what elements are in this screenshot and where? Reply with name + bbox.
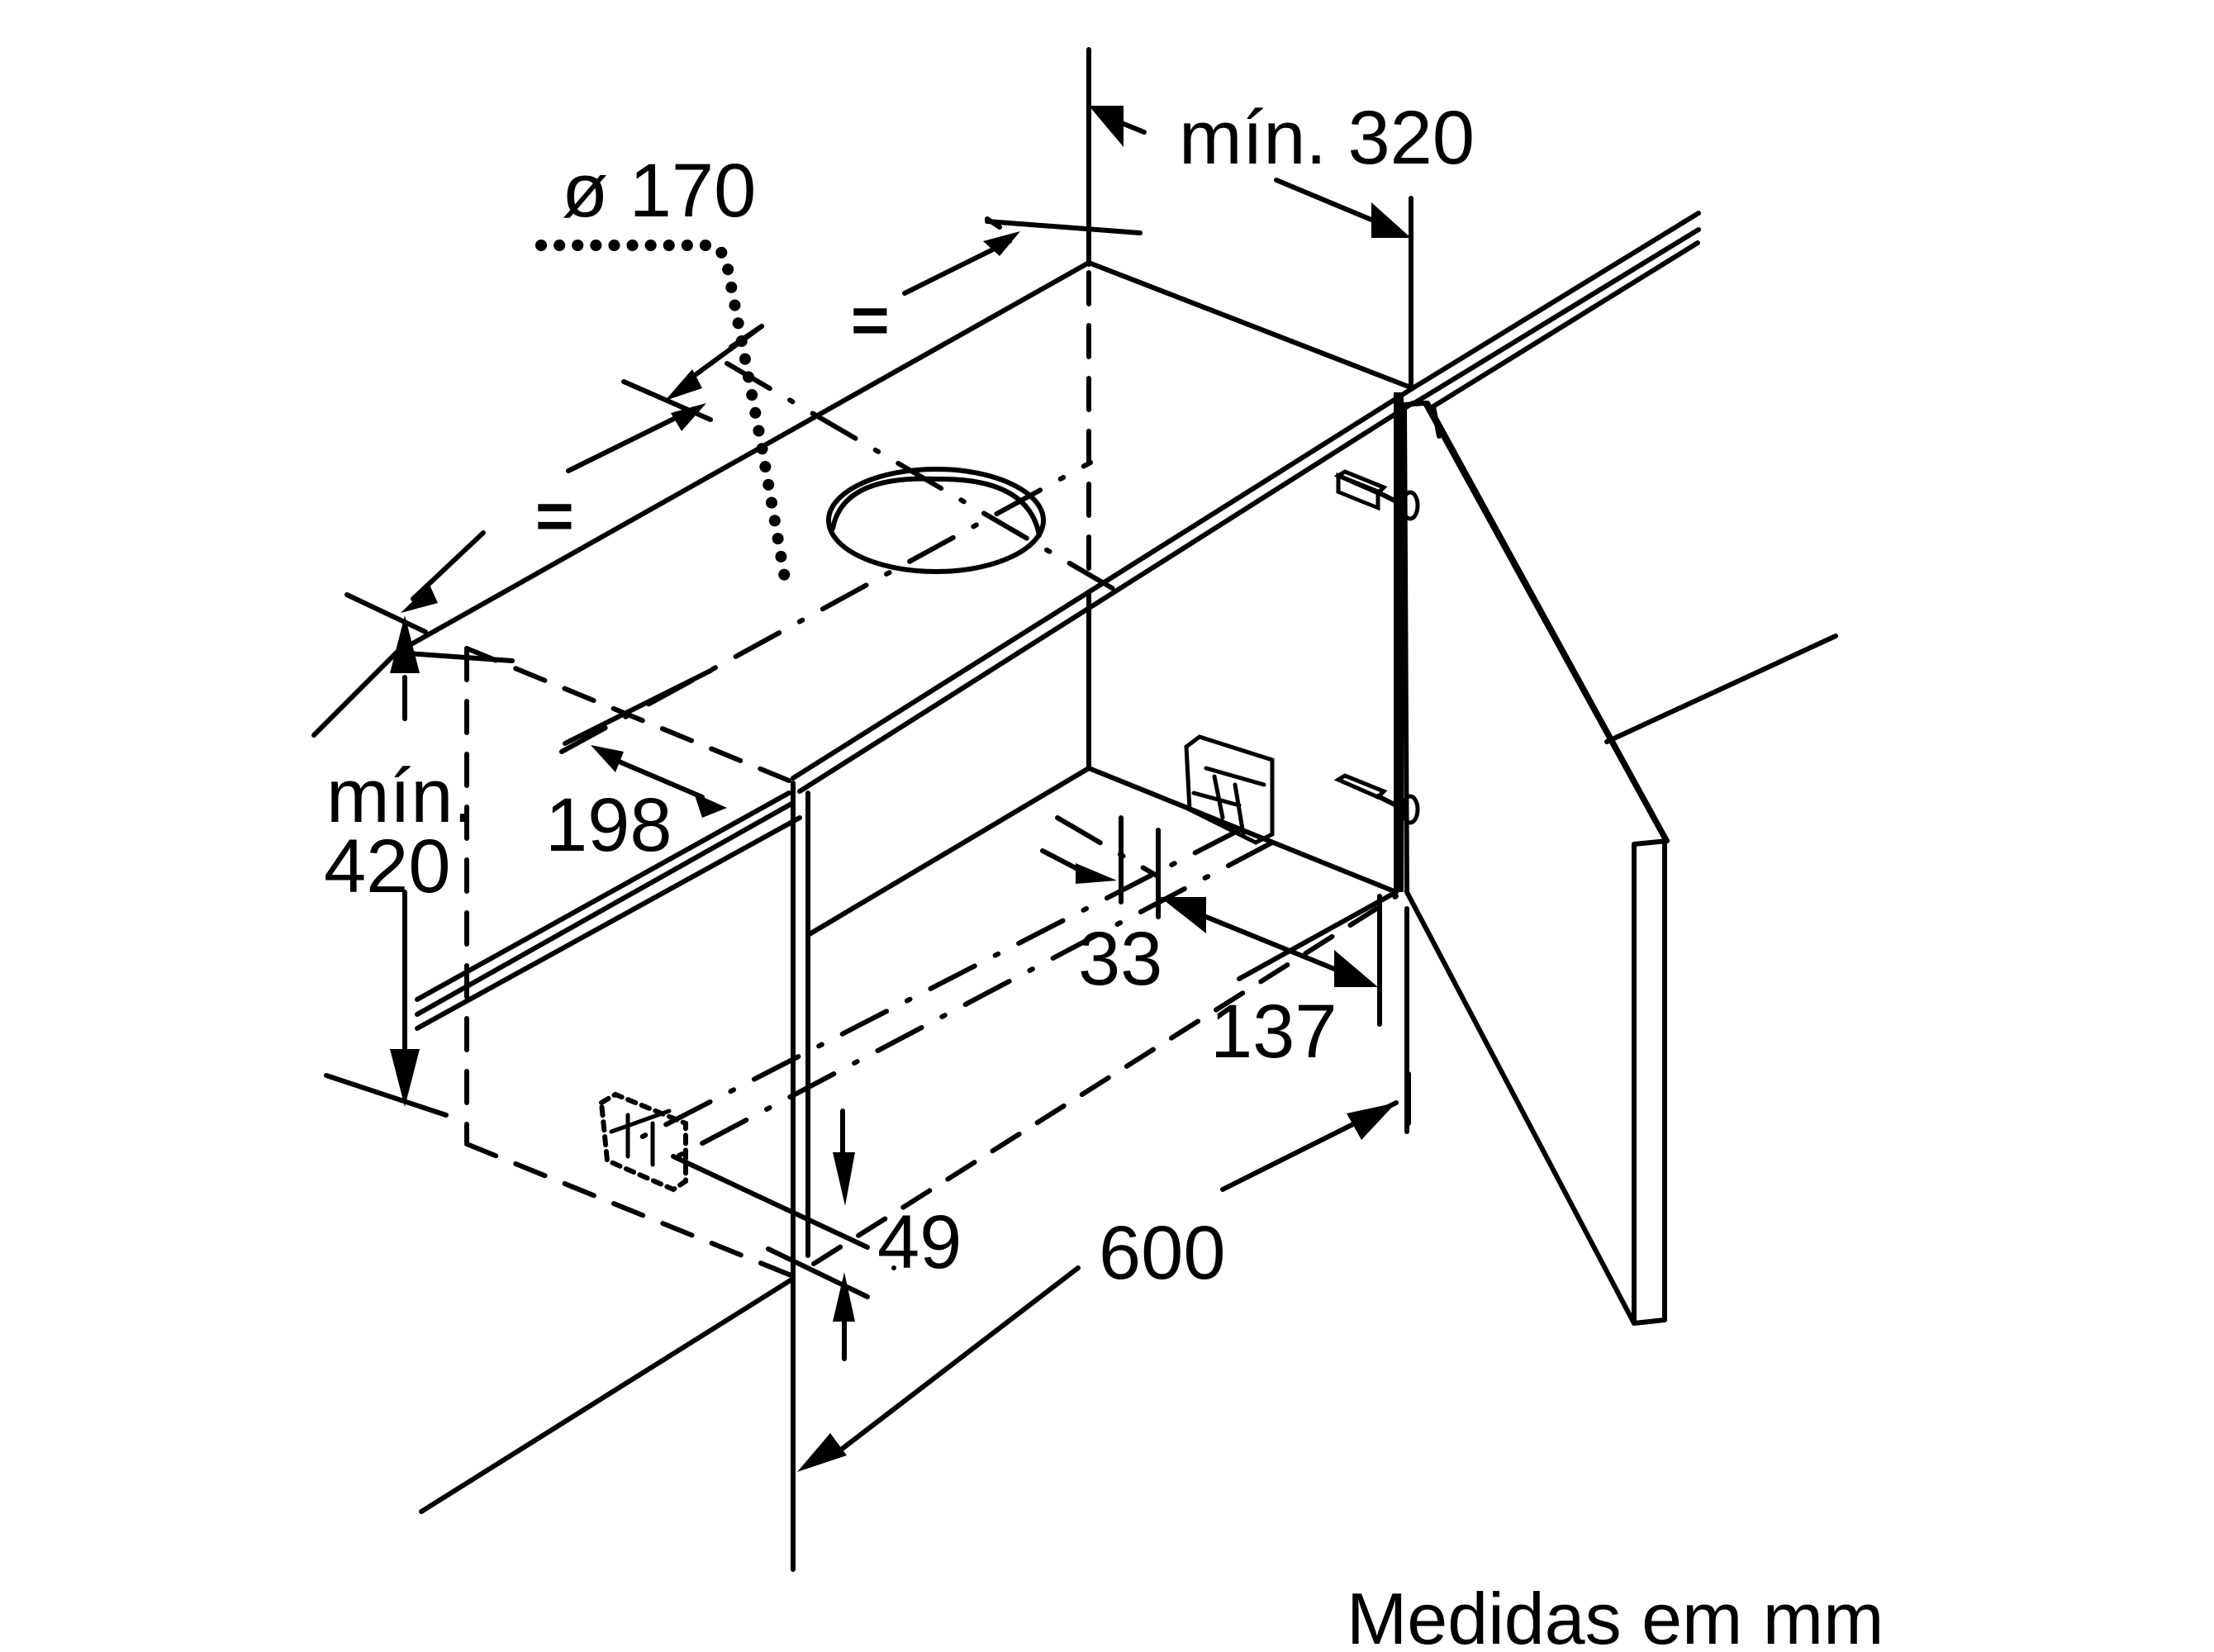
- label-equal-upper: =: [851, 283, 890, 357]
- label-600: 600: [1099, 1211, 1226, 1295]
- label-diameter-170: ø 170: [562, 149, 756, 233]
- hinge-lower: [1333, 773, 1420, 825]
- dimension-33: 33: [1040, 815, 1162, 1001]
- open-door: [1402, 401, 1838, 1326]
- centerlines: [559, 361, 1275, 1159]
- duct-opening: [826, 467, 1046, 574]
- units-caption: Medidas em mm: [1347, 1578, 1884, 1652]
- label-equal-lower: =: [535, 479, 574, 553]
- dimension-min-420: mín. 420: [324, 615, 474, 1107]
- mounting-bracket-right: [1184, 734, 1275, 845]
- hood-front: [791, 766, 1399, 1572]
- dimension-600: 600: [797, 1071, 1411, 1472]
- cabinet-left-outline: [311, 646, 796, 1514]
- dimension-min-320: mín. 320: [1089, 96, 1475, 391]
- dimension-diameter-170: ø 170: [535, 149, 791, 584]
- label-198: 198: [545, 783, 672, 867]
- label-min-420-line1: mín.: [326, 754, 474, 838]
- label-33: 33: [1078, 917, 1162, 1001]
- label-min-420-line2: 420: [324, 824, 451, 909]
- label-49: 49: [877, 1200, 962, 1284]
- dimension-equal-lower: =: [344, 403, 706, 634]
- label-137: 137: [1210, 990, 1337, 1074]
- right-rail: [1410, 211, 1701, 409]
- label-min-320: mín. 320: [1179, 96, 1475, 180]
- hood-bottom-dashed: [464, 894, 1399, 1299]
- dimension-198: 198: [545, 668, 727, 867]
- dimension-137: 137: [1160, 894, 1382, 1074]
- mounting-bracket-left: [598, 1091, 688, 1193]
- dimension-49: 49: [833, 1108, 962, 1361]
- left-rail: [415, 790, 802, 1031]
- hinge-upper: [1333, 469, 1420, 521]
